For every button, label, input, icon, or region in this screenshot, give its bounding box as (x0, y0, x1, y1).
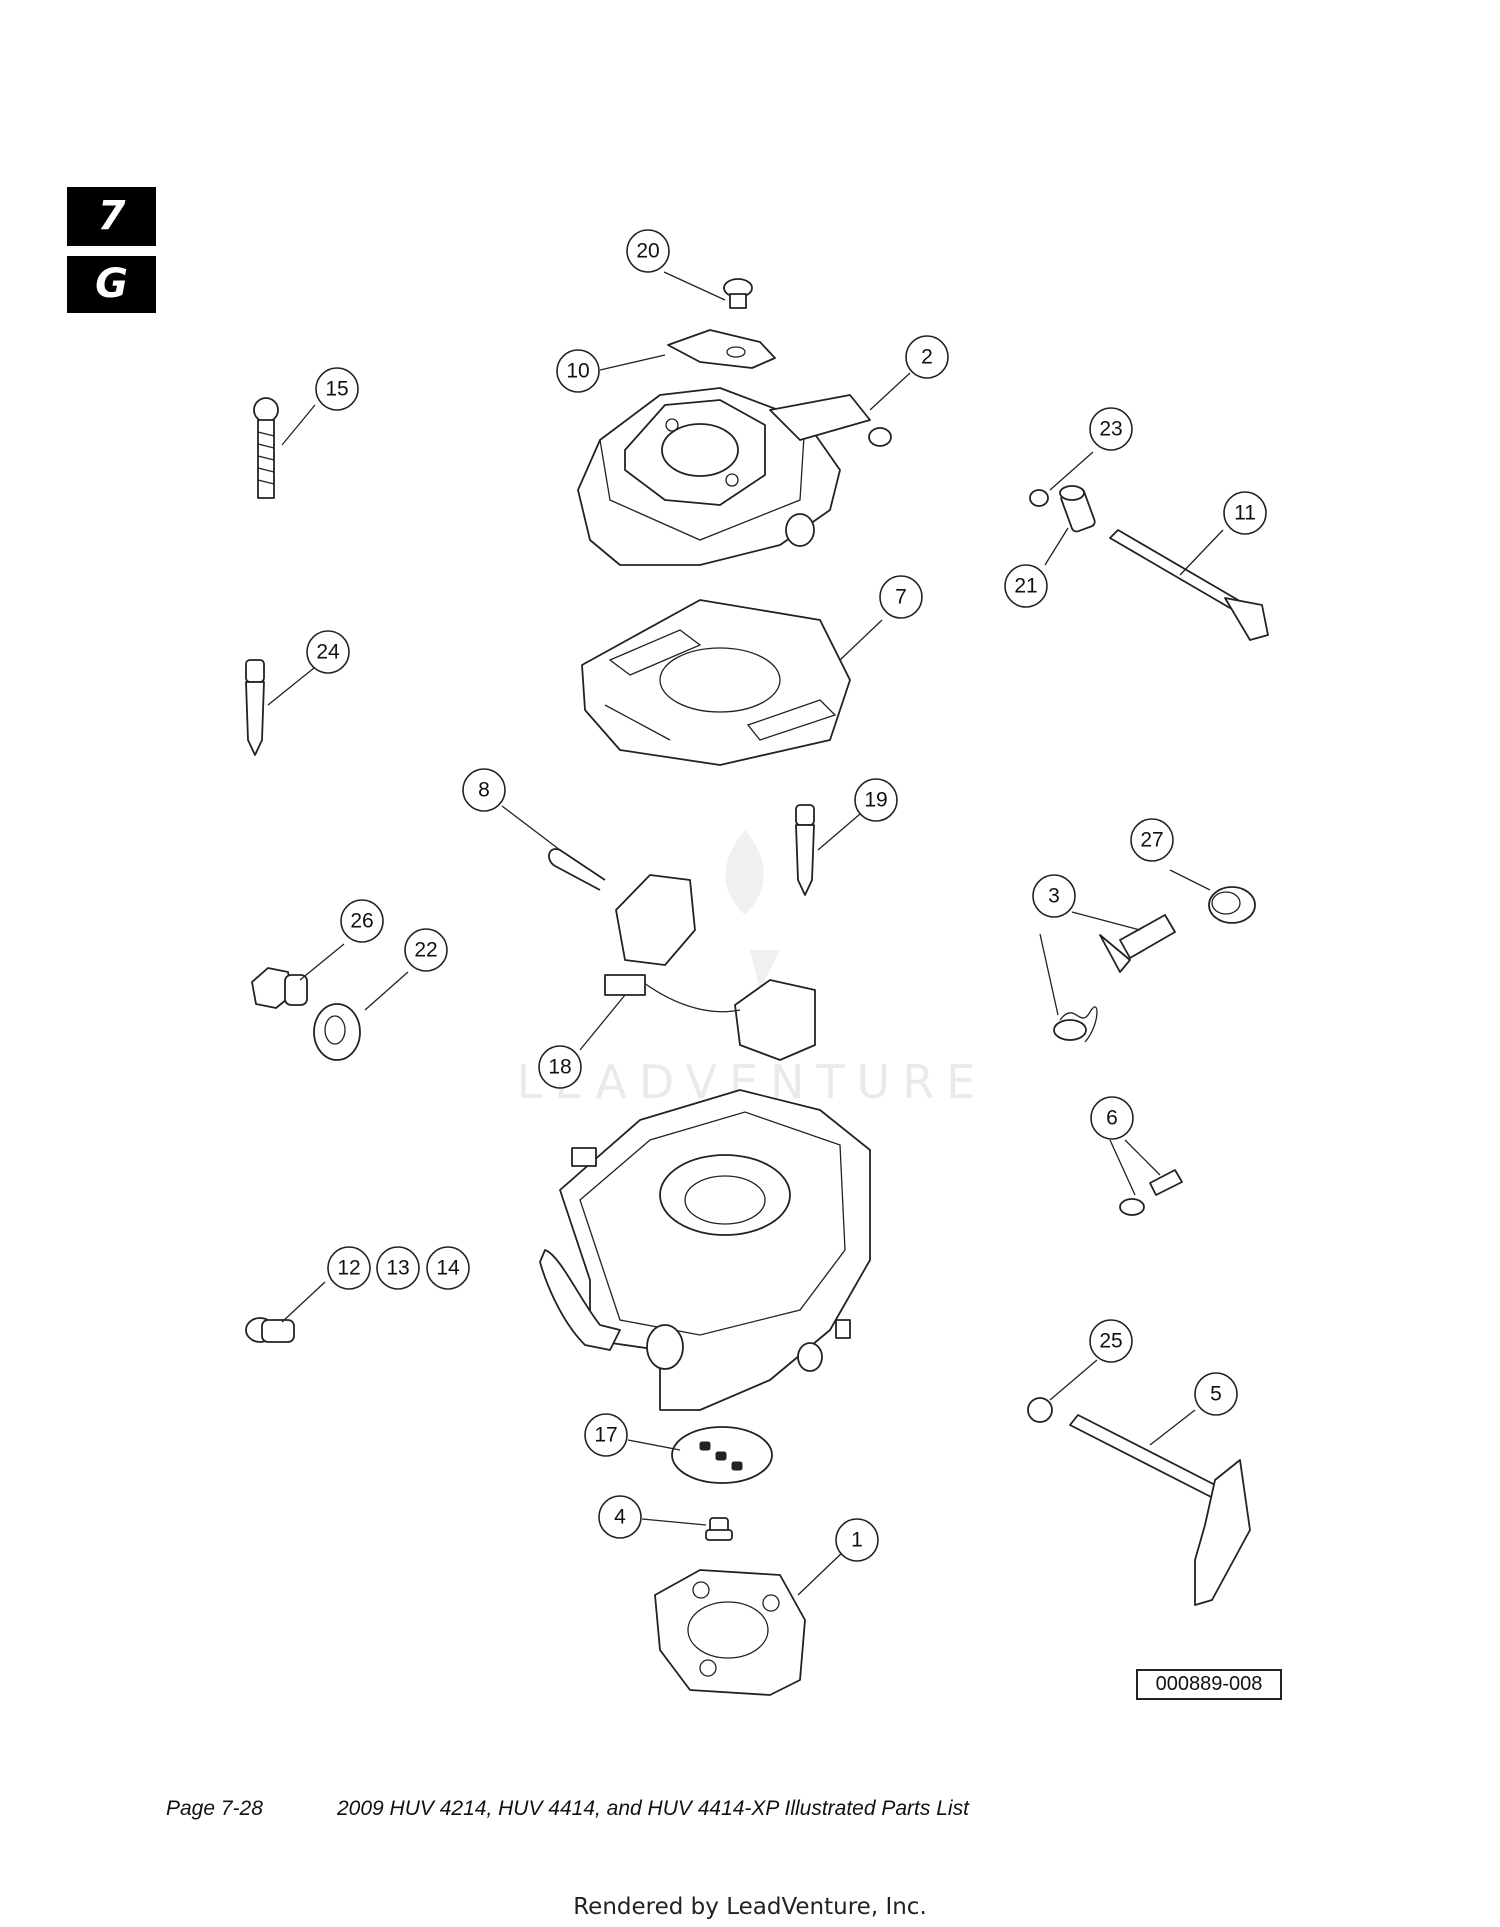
callout-19: 19 (854, 778, 898, 822)
callout-20: 20 (626, 229, 670, 273)
part-27-cap (1208, 886, 1256, 924)
part-17-plate (671, 1426, 773, 1484)
part-12-jet (245, 1317, 295, 1343)
svg-text:3: 3 (1048, 885, 1060, 908)
callout-4: 4 (598, 1495, 642, 1539)
callout-24: 24 (306, 630, 350, 674)
section-tab-chapter: 7 (67, 187, 156, 246)
watermark-flame-icon (725, 830, 780, 990)
part-22-washer (313, 1003, 361, 1061)
svg-text:21: 21 (1014, 575, 1037, 598)
svg-text:4: 4 (614, 1506, 626, 1529)
part-15-screw (253, 397, 279, 499)
svg-text:6: 6 (1106, 1107, 1118, 1130)
callout-17: 17 (584, 1413, 628, 1457)
part-10-gasket (667, 329, 776, 369)
part-21-bushing (1059, 485, 1096, 533)
svg-text:23: 23 (1099, 418, 1122, 441)
callout-27: 27 (1130, 818, 1174, 862)
svg-text:2: 2 (921, 346, 933, 369)
part-5-throttle-shaft (1069, 1414, 1251, 1606)
callout-5: 5 (1194, 1372, 1238, 1416)
part-18-float (604, 874, 816, 1061)
svg-text:1: 1 (851, 1529, 863, 1552)
callout-15: 15 (315, 367, 359, 411)
part-26-plug (251, 967, 308, 1009)
part-25-washer (1027, 1397, 1053, 1423)
callout-26: 26 (340, 899, 384, 943)
part-19-needle (795, 804, 815, 896)
part-20-screw (723, 278, 753, 309)
callout-25: 25 (1089, 1319, 1133, 1363)
callout-23: 23 (1089, 407, 1133, 451)
part-4-jet (705, 1517, 733, 1541)
callout-8: 8 (462, 768, 506, 812)
footer-document-title: 2009 HUV 4214, HUV 4414, and HUV 4414-XP… (337, 1797, 969, 1820)
callout-13: 13 (376, 1246, 420, 1290)
svg-text:27: 27 (1140, 829, 1163, 852)
svg-text:26: 26 (350, 910, 373, 933)
callout-11: 11 (1223, 491, 1267, 535)
part-24-needle (245, 659, 265, 756)
carburetor-body (539, 1089, 871, 1411)
part-2-top-housing (577, 387, 892, 566)
callout-2: 2 (905, 335, 949, 379)
callout-7: 7 (879, 575, 923, 619)
callout-14: 14 (426, 1246, 470, 1290)
svg-text:25: 25 (1099, 1330, 1122, 1353)
svg-text:11: 11 (1234, 502, 1256, 525)
svg-text:10: 10 (566, 360, 589, 383)
callout-18: 18 (538, 1045, 582, 1089)
part-1-gasket (654, 1569, 806, 1696)
part-8-pin (548, 848, 606, 891)
svg-text:7: 7 (895, 586, 907, 609)
section-tab-letter: G (67, 256, 156, 313)
svg-text:18: 18 (548, 1056, 571, 1079)
footer-page-number: Page 7-28 (166, 1797, 263, 1820)
part-6-screw-spring (1119, 1169, 1183, 1216)
svg-text:15: 15 (325, 378, 348, 401)
svg-text:17: 17 (594, 1424, 617, 1447)
svg-text:20: 20 (636, 240, 659, 263)
part-11-shaft (1109, 529, 1269, 641)
svg-text:14: 14 (436, 1257, 460, 1280)
callout-6: 6 (1090, 1096, 1134, 1140)
figure-id-label: 000889-008 (1136, 1669, 1282, 1700)
callout-12: 12 (327, 1246, 371, 1290)
part-7-gasket (581, 599, 851, 766)
part-3-mixture-screw (1053, 914, 1176, 1043)
svg-text:24: 24 (316, 641, 340, 664)
svg-text:22: 22 (414, 939, 437, 962)
leader-lines (267, 271, 1224, 1596)
svg-text:5: 5 (1210, 1383, 1222, 1406)
callout-3: 3 (1032, 874, 1076, 918)
callout-22: 22 (404, 928, 448, 972)
part-23-washer (1029, 489, 1049, 507)
svg-text:12: 12 (337, 1257, 360, 1280)
callout-1: 1 (835, 1518, 879, 1562)
svg-text:8: 8 (478, 779, 490, 802)
callout-10: 10 (556, 349, 600, 393)
rendered-by-credit: Rendered by LeadVenture, Inc. (573, 1894, 927, 1920)
svg-text:19: 19 (864, 789, 887, 812)
svg-text:13: 13 (386, 1257, 409, 1280)
callout-21: 21 (1004, 564, 1048, 608)
